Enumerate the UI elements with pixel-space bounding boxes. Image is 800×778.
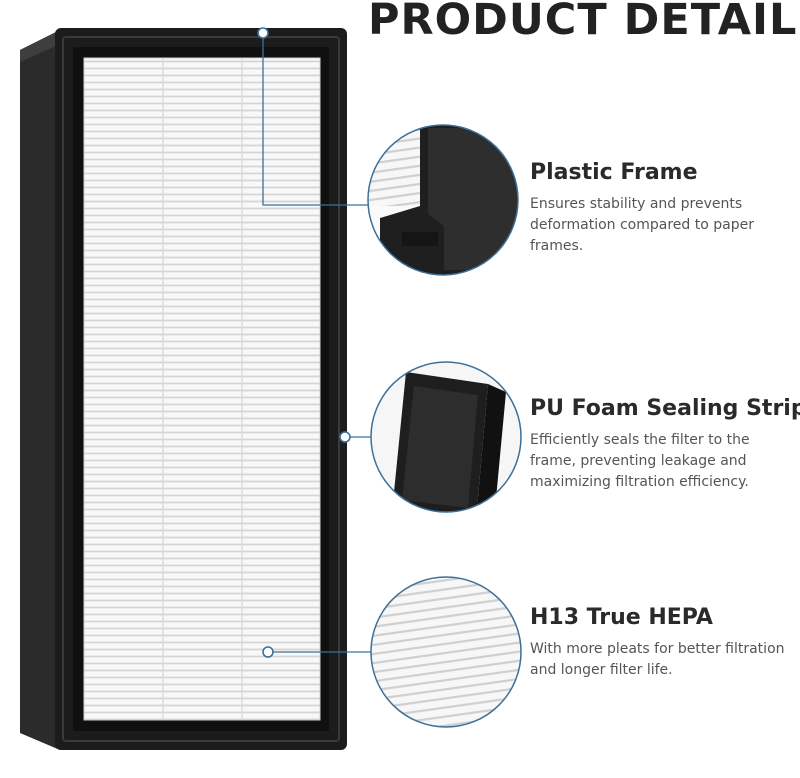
feature-title: H13 True HEPA — [530, 605, 713, 630]
feature-hepa: H13 True HEPA With more pleats for bette… — [530, 603, 798, 681]
feature-foam-strip: PU Foam Sealing Strip Efficiently seals … — [530, 394, 800, 493]
feature-description: Ensures stability and prevents deformati… — [530, 196, 754, 254]
feature-description: Efficiently seals the filter to the fram… — [530, 432, 750, 490]
zoom-hepa-pleats — [370, 576, 522, 728]
feature-description: With more pleats for better filtration a… — [530, 641, 785, 678]
feature-title: Plastic Frame — [530, 160, 698, 185]
callout-dots — [257, 27, 351, 658]
page-title: PRODUCT DETAILS — [368, 0, 800, 45]
feature-plastic-frame: Plastic Frame Ensures stability and prev… — [530, 158, 798, 257]
feature-title: PU Foam Sealing Strip — [530, 396, 800, 421]
hepa-media — [83, 57, 321, 721]
zoom-plastic-frame — [367, 124, 519, 276]
zoom-foam-strip — [370, 361, 522, 513]
